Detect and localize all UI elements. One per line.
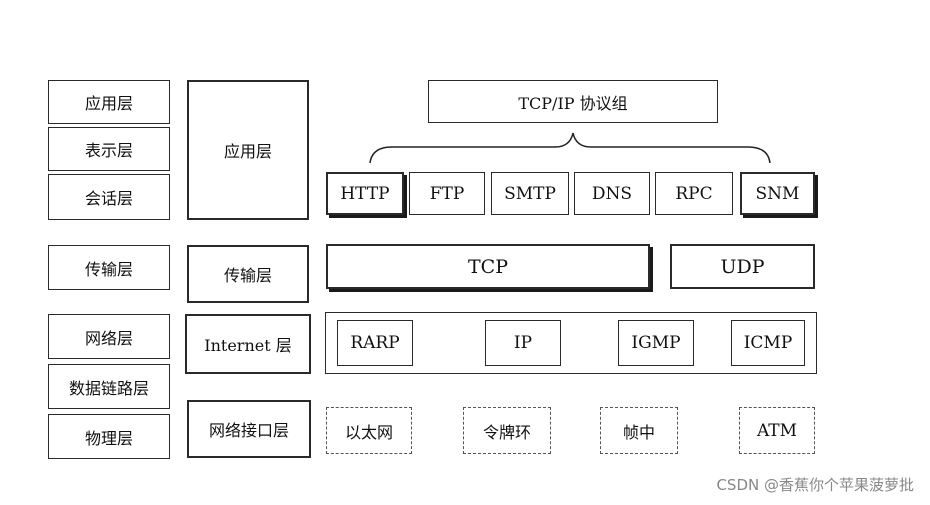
- tcpip-network-interface-layer: 网络接口层: [187, 400, 311, 458]
- protocol-http: HTTP: [326, 172, 404, 215]
- osi-session-layer: 会话层: [48, 174, 170, 220]
- protocol-ftp: FTP: [409, 172, 485, 215]
- tcpip-internet-layer: Internet 层: [185, 314, 311, 374]
- osi-presentation-layer: 表示层: [48, 127, 170, 171]
- osi-network-layer: 网络层: [48, 314, 170, 359]
- osi-physical-layer: 物理层: [48, 414, 170, 459]
- protocol-rarp: RARP: [337, 320, 413, 366]
- link-token-ring: 令牌环: [463, 407, 551, 454]
- osi-transport-layer: 传输层: [48, 245, 170, 290]
- watermark: CSDN @香蕉你个苹果菠萝批: [716, 476, 914, 494]
- protocol-rpc: RPC: [655, 172, 733, 215]
- protocol-snm: SNM: [740, 172, 815, 215]
- protocol-smtp: SMTP: [491, 172, 569, 215]
- osi-application-layer: 应用层: [48, 80, 170, 124]
- protocol-udp: UDP: [670, 244, 815, 289]
- link-frame-relay: 帧中: [600, 407, 678, 454]
- tcpip-application-layer: 应用层: [187, 80, 309, 220]
- protocol-tcp: TCP: [326, 244, 650, 289]
- protocol-icmp: ICMP: [731, 320, 805, 366]
- protocol-ip: IP: [485, 320, 561, 366]
- link-atm: ATM: [739, 407, 815, 454]
- suite-title: TCP/IP 协议组: [428, 80, 718, 123]
- link-ethernet: 以太网: [326, 407, 412, 454]
- osi-datalink-layer: 数据链路层: [48, 364, 170, 409]
- tcpip-transport-layer: 传输层: [187, 245, 309, 303]
- protocol-dns: DNS: [574, 172, 650, 215]
- protocol-igmp: IGMP: [618, 320, 694, 366]
- internet-protocols-container: [325, 312, 817, 374]
